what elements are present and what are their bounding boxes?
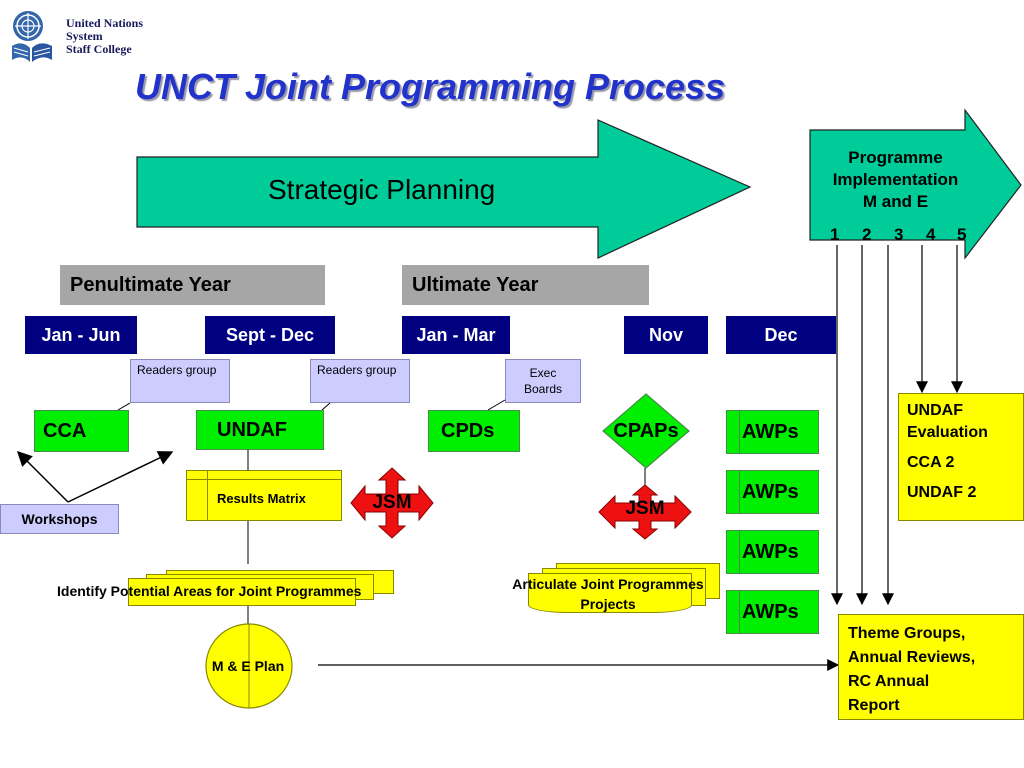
articulate-label: Articulate Joint Programmes Projects: [493, 574, 723, 614]
programme-implementation-arrow: [809, 108, 1022, 260]
period-nov: Nov: [624, 316, 708, 354]
logo-line-3: Staff College: [66, 42, 132, 56]
awps-box-1-tab: [727, 411, 740, 453]
undaf-eval-line-2: Evaluation: [907, 424, 988, 441]
undaf-eval-line-1: UNDAF: [907, 402, 963, 419]
me-plan-label: M & E Plan: [211, 658, 285, 674]
identify-doc-stack: [128, 570, 394, 606]
strategic-planning-arrow: [136, 119, 752, 259]
jsm-label-1: JSM: [372, 492, 412, 513]
period-jan-jun: Jan - Jun: [25, 316, 137, 354]
awps-box-1: AWPs: [726, 410, 819, 454]
un-emblem-icon: [12, 11, 52, 62]
logo-line-2: System: [66, 29, 103, 43]
awps-box-2-tab: [727, 471, 740, 513]
undaf-evaluation-box: UNDAF Evaluation CCA 2 UNDAF 2: [898, 393, 1024, 521]
step-number-1: 1: [830, 225, 840, 244]
awps-box-4: AWPs: [726, 590, 819, 634]
ultimate-year-header: Ultimate Year: [402, 265, 649, 305]
period-sept-dec: Sept - Dec: [205, 316, 335, 354]
readers-group-note-1: Readers group: [130, 359, 230, 403]
jsm-label-2: JSM: [625, 498, 665, 519]
undaf-eval-line-3: CCA 2: [907, 454, 955, 471]
articulate-line-2: Projects: [580, 596, 636, 612]
period-dec: Dec: [726, 316, 836, 354]
theme-groups-box: Theme Groups, Annual Reviews, RC Annual …: [838, 614, 1024, 720]
articulate-line-1: Articulate Joint Programmes: [512, 576, 704, 592]
results-matrix-label: Results Matrix: [217, 491, 306, 506]
identify-label: Identify Potential Areas for Joint Progr…: [57, 583, 362, 599]
awps-label-4: AWPs: [742, 600, 799, 623]
awps-label-2: AWPs: [742, 480, 799, 503]
logo-line-1: United Nations: [66, 16, 144, 30]
awps-label-3: AWPs: [742, 540, 799, 563]
identify-doc-front: [128, 578, 356, 606]
cca-box: CCA: [34, 410, 129, 452]
step-number-3: 3: [894, 225, 904, 244]
jsm-cross-arrow-1: [350, 467, 434, 539]
exec-boards-note: Exec Boards: [505, 359, 581, 403]
period-jan-mar: Jan - Mar: [402, 316, 510, 354]
logo-text: United Nations System Staff College: [66, 17, 143, 56]
strategic-planning-label: Strategic Planning: [268, 174, 496, 205]
cpds-box: CPDs: [428, 410, 520, 452]
page-title: UNCT Joint Programming Process: [135, 66, 726, 107]
theme-groups-line-1: Theme Groups,: [848, 625, 966, 642]
cpaps-label: CPAPs: [613, 420, 679, 442]
theme-groups-line-3: RC Annual: [848, 673, 930, 690]
me-plan-circle: [205, 623, 293, 709]
articulate-doc-front: [528, 573, 692, 613]
jsm-cross-arrow-2: [598, 484, 692, 540]
step-number-5: 5: [957, 225, 967, 244]
step-number-4: 4: [926, 225, 936, 244]
theme-groups-line-4: Report: [848, 697, 900, 714]
awps-label-1: AWPs: [742, 420, 799, 443]
programme-implementation-line-1: Programme: [848, 148, 943, 167]
awps-box-2: AWPs: [726, 470, 819, 514]
awps-box-4-tab: [727, 591, 740, 633]
programme-implementation-line-3: M and E: [862, 192, 929, 211]
programme-implementation-label: Programme Implementation M and E: [808, 147, 983, 213]
awps-box-3-tab: [727, 531, 740, 573]
undaf-box: UNDAF: [196, 410, 324, 450]
logo: [8, 8, 64, 66]
step-number-2: 2: [862, 225, 872, 244]
penultimate-year-header: Penultimate Year: [60, 265, 325, 305]
awps-box-3: AWPs: [726, 530, 819, 574]
workshops-note: Workshops: [0, 504, 119, 534]
results-matrix-box: Results Matrix: [186, 470, 342, 521]
undaf-eval-line-4: UNDAF 2: [907, 484, 977, 501]
cpaps-diamond: [602, 393, 690, 469]
readers-group-note-2: Readers group: [310, 359, 410, 403]
results-matrix-header-line: [187, 479, 341, 480]
theme-groups-line-2: Annual Reviews,: [848, 649, 976, 666]
articulate-doc-stack: [528, 563, 720, 613]
programme-implementation-line-2: Implementation: [832, 170, 959, 189]
results-matrix-divider: [207, 471, 208, 520]
